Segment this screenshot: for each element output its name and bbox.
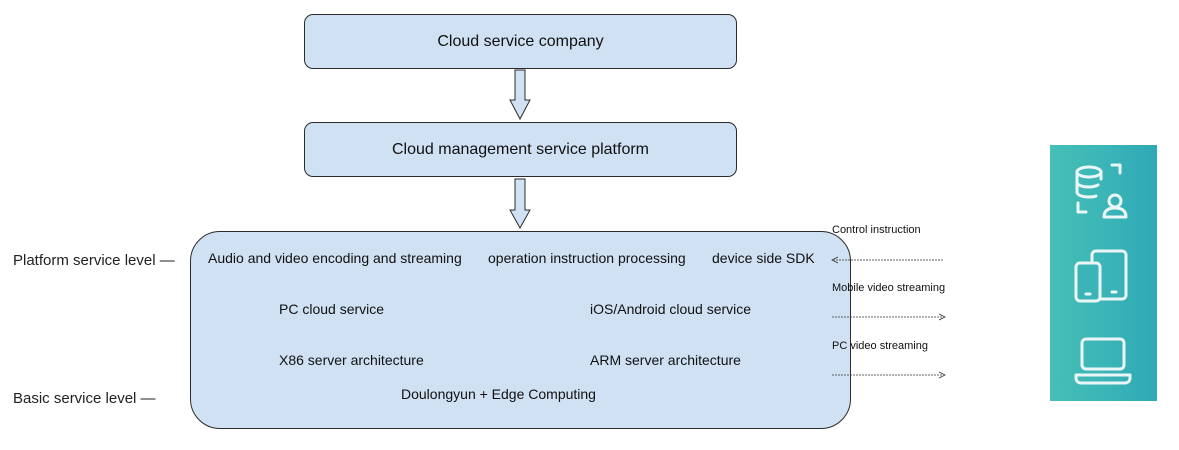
device-sdk-label: device side SDK (712, 250, 815, 266)
av-encoding-label: Audio and video encoding and streaming (208, 250, 462, 266)
basic-service-level-label: Basic service level — (13, 390, 156, 407)
laptop-icon (1074, 337, 1132, 385)
ios-android-cloud-service-label: iOS/Android cloud service (590, 301, 752, 317)
instruction-processing-label: operation instruction processing (488, 250, 686, 266)
arm-architecture-label: ARM server architecture (590, 352, 741, 368)
block-arrow-down-2 (509, 178, 531, 230)
device-icon-panel (1050, 145, 1157, 401)
pc-cloud-service-label: PC cloud service (279, 301, 385, 317)
database-user-icon (1075, 163, 1128, 219)
cloud-management-platform-label: Cloud management service platform (391, 140, 649, 158)
doulongyun-edge-label: Doulongyun + Edge Computing (401, 386, 596, 402)
mobile-devices-icon (1074, 249, 1128, 303)
mobile-video-streaming-label: Mobile video streaming (832, 282, 946, 294)
control-instruction-label: Control instruction (832, 224, 921, 236)
x86-architecture-label: X86 server architecture (279, 352, 424, 368)
cloud-service-company-box: Cloud service company (304, 14, 737, 69)
block-arrow-down-1 (509, 69, 531, 121)
pc-video-streaming-label: PC video streaming (832, 340, 928, 352)
cloud-management-platform-box: Cloud management service platform (304, 122, 737, 177)
platform-service-level-label: Platform service level — (13, 252, 175, 269)
service-levels-box (190, 231, 851, 429)
cloud-service-company-label: Cloud service company (437, 32, 604, 50)
